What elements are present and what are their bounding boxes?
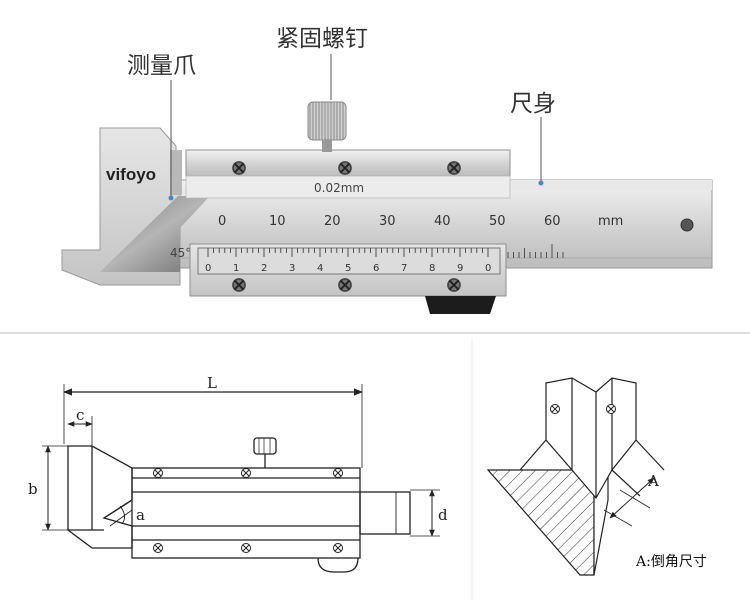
jaw-bevel — [100, 196, 210, 272]
main-scale-number: 20 — [324, 214, 341, 229]
main-scale-number: 10 — [269, 214, 286, 229]
beam-hole — [680, 218, 694, 232]
technical-drawing — [42, 384, 440, 573]
label-jaw: 测量爪 — [127, 53, 196, 79]
vernier-scale-number: 2 — [261, 263, 267, 274]
vernier-scale-number: 5 — [345, 263, 351, 274]
dim-label-A: A — [647, 472, 659, 490]
thumb-wheel — [425, 296, 496, 314]
vernier-scale-number: 7 — [401, 263, 407, 274]
dim-label-L: L — [207, 374, 217, 392]
screw-icon — [231, 160, 247, 176]
dim-label-c: c — [76, 406, 84, 424]
screw-icon — [550, 404, 560, 414]
unit-label: mm — [598, 214, 623, 229]
dim-label-d: d — [438, 506, 448, 524]
screw-icon — [446, 277, 462, 293]
chamfer-detail — [486, 377, 665, 576]
main-scale-number: 60 — [544, 214, 561, 229]
label-lock-screw: 紧固螺钉 — [276, 26, 368, 52]
dim-label-b: b — [28, 480, 38, 498]
main-scale-number: 0 — [218, 214, 226, 229]
screw-icon — [606, 404, 616, 414]
lock-screw-knob — [307, 101, 347, 141]
vernier-scale-number: 1 — [233, 263, 239, 274]
vernier-scale-number: 8 — [429, 263, 435, 274]
dim-label-a: a — [136, 506, 145, 524]
vernier-scale-number: 4 — [317, 263, 323, 274]
vernier-scale-ticks — [207, 248, 489, 257]
vernier-scale-number: 9 — [457, 263, 463, 274]
main-scale-number: 50 — [489, 214, 506, 229]
screw-icon — [231, 277, 247, 293]
resolution-marking: 0.02mm — [314, 181, 364, 195]
vernier-scale-number: 6 — [373, 263, 379, 274]
main-scale-number: 40 — [434, 214, 451, 229]
chamfer-legend: A:倒角尺寸 — [635, 554, 707, 570]
brand-logo: vifoyo — [106, 165, 156, 184]
screw-icon — [446, 160, 462, 176]
screw-icon — [337, 160, 353, 176]
label-beam: 尺身 — [510, 91, 556, 117]
vernier-scale-number: 0 — [485, 263, 491, 274]
vernier-scale-number: 0 — [205, 263, 211, 274]
main-scale-number: 30 — [379, 214, 396, 229]
angle-marking: 45° — [170, 246, 191, 260]
vernier-scale-number: 3 — [289, 263, 295, 274]
screw-icon — [337, 277, 353, 293]
